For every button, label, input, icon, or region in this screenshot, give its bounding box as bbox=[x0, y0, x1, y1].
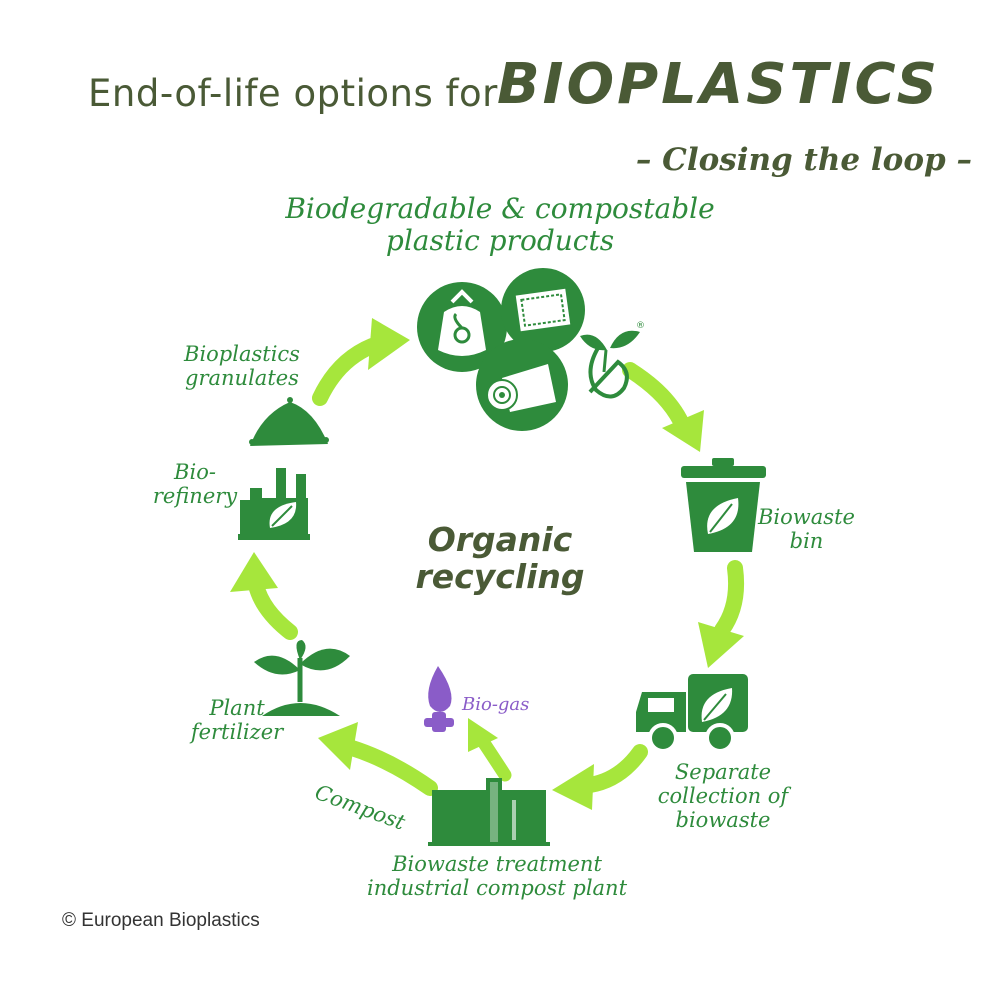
label-bin-line2: bin bbox=[789, 529, 824, 554]
packaging-film-icon bbox=[501, 268, 585, 352]
flame-icon bbox=[424, 666, 454, 732]
label-fertilizer: Plant fertilizer bbox=[182, 696, 292, 744]
label-treatment-line2: industrial compost plant bbox=[366, 876, 628, 901]
label-refinery-line2: refinery bbox=[152, 484, 238, 509]
label-treatment-line1: Biowaste treatment bbox=[392, 852, 602, 876]
seedling-logo-icon bbox=[580, 330, 640, 399]
arrow-bin-to-collection bbox=[698, 560, 745, 668]
arrow-treatment-to-biogas bbox=[468, 718, 512, 782]
label-bin-line1: Biowaste bbox=[758, 505, 855, 529]
title-prefix: End-of-life options for bbox=[88, 72, 498, 115]
granulate-pile-icon bbox=[249, 397, 329, 446]
plant-icon bbox=[254, 640, 350, 716]
label-products-line2: plastic products bbox=[385, 224, 615, 258]
refinery-icon bbox=[238, 468, 310, 540]
label-treatment: Biowaste treatment industrial compost pl… bbox=[342, 852, 652, 900]
label-refinery-line1: Bio- bbox=[174, 460, 216, 484]
title-emphasis: BIOPLASTICS bbox=[497, 52, 940, 117]
label-fertilizer-line2: fertilizer bbox=[190, 720, 284, 745]
center-label-line2: recycling bbox=[415, 556, 585, 596]
arrow-treatment-to-fertilizer bbox=[318, 722, 438, 796]
center-label: Organic recycling bbox=[400, 520, 600, 596]
arrow-products-to-bin bbox=[622, 362, 704, 452]
subtitle: – Closing the loop – bbox=[635, 142, 972, 178]
label-collection: Separate collection of biowaste bbox=[648, 760, 798, 832]
label-collection-line1: Separate bbox=[674, 760, 772, 784]
label-granulates-line1: Bioplastics bbox=[184, 342, 300, 366]
film-roll-icon bbox=[476, 339, 568, 431]
label-products-line1: Biodegradable & compostable bbox=[285, 192, 715, 225]
copyright: © European Bioplastics bbox=[62, 910, 260, 931]
label-collection-line2: collection of bbox=[657, 784, 789, 809]
arrow-collection-to-treatment bbox=[552, 744, 648, 810]
bag-icon bbox=[417, 282, 507, 372]
label-products: Biodegradable & compostable plastic prod… bbox=[280, 192, 720, 258]
label-refinery: Bio- refinery bbox=[150, 460, 240, 508]
label-bin: Biowaste bin bbox=[758, 505, 855, 553]
registered-mark: ® bbox=[636, 321, 645, 331]
label-fertilizer-line1: Plant bbox=[209, 696, 265, 720]
bin-icon bbox=[681, 458, 766, 552]
compost-plant-icon bbox=[428, 778, 550, 846]
label-granulates-line2: granulates bbox=[185, 366, 299, 391]
label-collection-line3: biowaste bbox=[675, 808, 771, 833]
center-label-line1: Organic bbox=[427, 520, 573, 559]
label-biogas: Bio-gas bbox=[462, 694, 530, 715]
truck-icon bbox=[636, 674, 748, 753]
arrow-granulates-to-products bbox=[312, 318, 410, 406]
label-granulates: Bioplastics granulates bbox=[174, 342, 310, 390]
arrow-fertilizer-to-refinery bbox=[230, 552, 298, 640]
